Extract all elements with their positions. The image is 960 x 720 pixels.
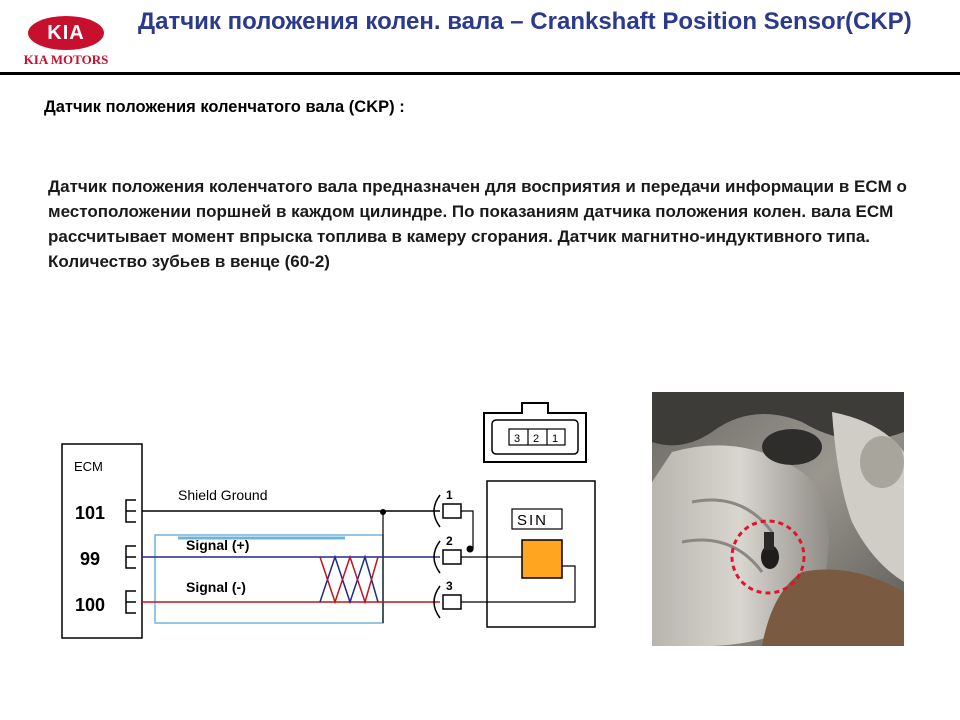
sensor-label-box [511, 508, 563, 530]
connector-top-pin-1: 1 [552, 433, 558, 445]
signal-minus-label: Signal (-) [186, 579, 246, 595]
ecm-label: ECM [74, 459, 103, 474]
connector-top-pin-3: 3 [514, 433, 520, 445]
sensor-junction [466, 545, 474, 553]
shield-ground-label: Shield Ground [178, 487, 268, 503]
ckp-wiring-diagram: ECM 101 99 100 Shield Ground Signal (+) … [61, 402, 596, 639]
signal-plus-label: Signal (+) [186, 537, 249, 553]
sensor-label: SIN [517, 512, 548, 529]
sensor-element [521, 539, 563, 579]
ecm-pin-100: 100 [75, 595, 105, 615]
connector-pin-2: 2 [446, 534, 453, 548]
ecm-box [61, 443, 143, 639]
slide-title: Датчик положения колен. вала – Crankshaf… [138, 8, 912, 35]
kia-oval: KIA [28, 16, 104, 50]
kia-logo-text: KIA [47, 21, 85, 44]
engine-photo [652, 392, 904, 646]
shield-junction [380, 509, 386, 515]
slide-body-text: Датчик положения коленчатого вала предна… [48, 177, 907, 271]
twisted-pair [319, 554, 379, 605]
connector-face [483, 402, 587, 463]
kia-motors-logo: KIA KIA MOTORS [8, 12, 120, 70]
ecm-pin-99: 99 [80, 549, 100, 569]
title-divider [0, 72, 960, 75]
slide-subtitle: Датчик положения коленчатого вала (CKP) … [44, 98, 405, 116]
connector-top-pin-2: 2 [533, 433, 539, 445]
connector-pin-1: 1 [446, 488, 453, 502]
sensor-highlight-circle [730, 519, 806, 595]
ecm-pin-101: 101 [75, 503, 105, 523]
connector-pin-3: 3 [446, 579, 453, 593]
harness-connector [433, 494, 462, 619]
ecm-terminals [125, 499, 136, 614]
kia-motors-text: KIA MOTORS [23, 52, 109, 67]
